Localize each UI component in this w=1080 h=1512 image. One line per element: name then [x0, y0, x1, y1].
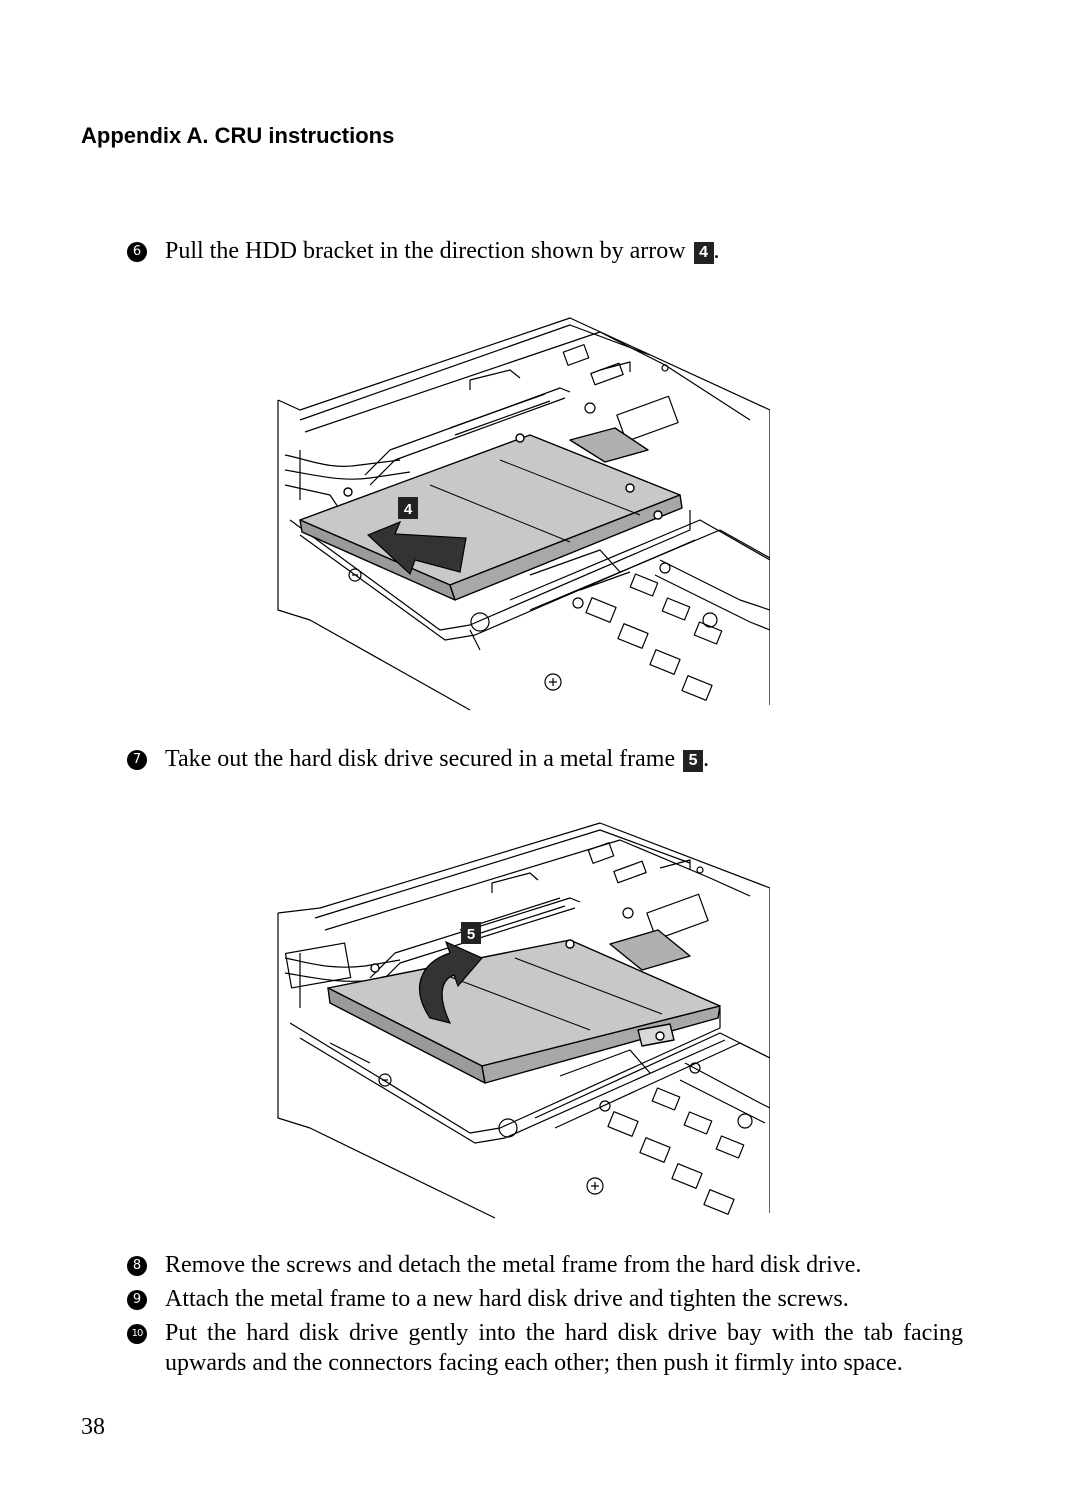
step-number-badge: 6 [127, 242, 147, 262]
callout-badge: 4 [693, 242, 714, 264]
page-number: 38 [81, 1414, 105, 1440]
step-text: Pull the HDD bracket in the direction sh… [165, 238, 686, 264]
step-number-badge: 10 [127, 1324, 147, 1344]
section-header: Appendix A. CRU instructions [81, 123, 395, 148]
step-text: Put the hard disk drive gently into the … [165, 1320, 963, 1376]
step-number-badge: 7 [127, 750, 147, 770]
step-suffix: . [703, 746, 710, 772]
figure-callout: 5 [467, 926, 475, 943]
step-text: Remove the screws and detach the metal f… [165, 1252, 862, 1278]
step-suffix: . [713, 238, 720, 264]
step-text: Take out the hard disk drive secured in … [165, 746, 676, 772]
figure-callout: 4 [404, 501, 413, 518]
callout-badge: 5 [683, 750, 704, 772]
hdd-removal-illustration: 5 [277, 822, 770, 1219]
step-number-badge: 9 [127, 1290, 147, 1310]
step-number-badge: 8 [127, 1256, 147, 1276]
step-text: Attach the metal frame to a new hard dis… [165, 1286, 849, 1312]
hdd-bracket-pull-illustration: 4 [277, 317, 770, 711]
